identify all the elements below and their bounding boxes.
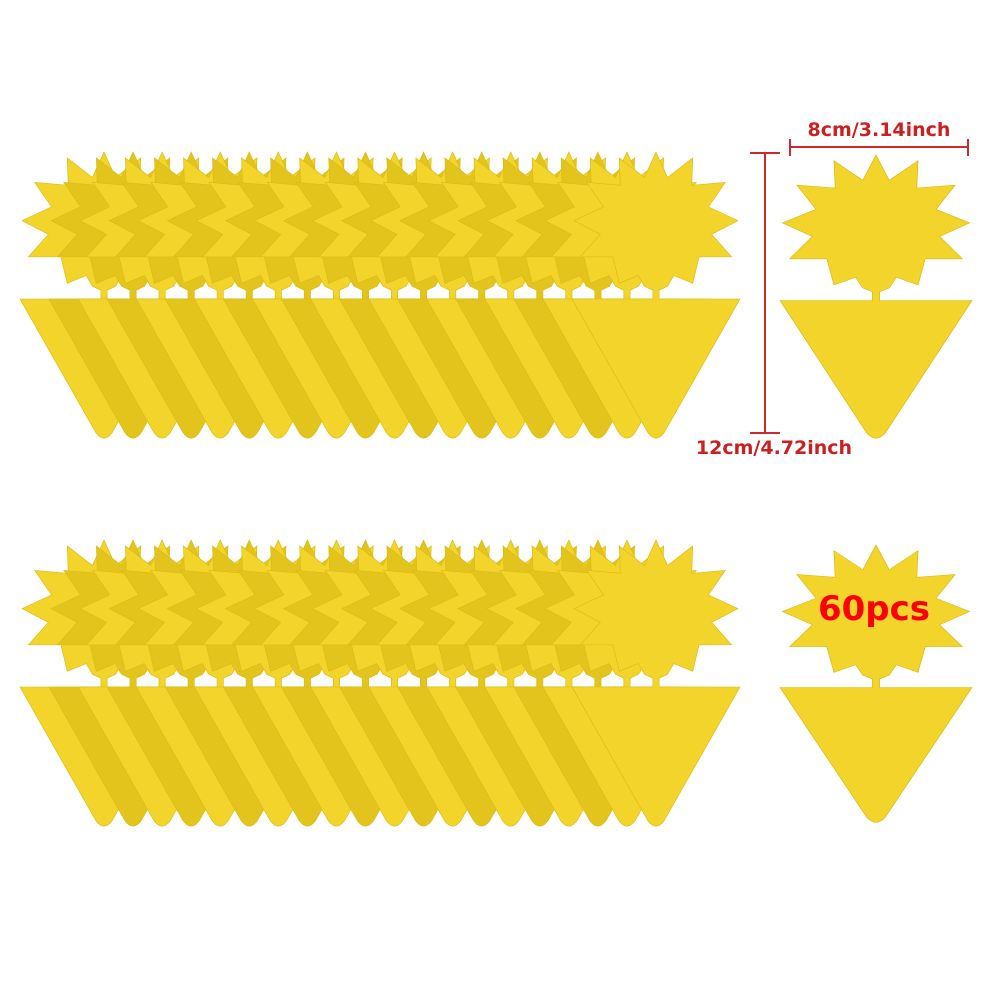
sticky-trap-card	[779, 544, 973, 824]
height-dimension: 12cm/4.72inch	[696, 152, 852, 459]
width-dimension: 8cm/3.14inch	[789, 119, 969, 156]
trap-stack-bottom	[19, 539, 741, 827]
width-label: 8cm/3.14inch	[808, 119, 951, 141]
trap-stack-top	[19, 151, 741, 439]
single-trap-quantity-sample	[779, 544, 973, 824]
quantity-label: 60pcs	[818, 589, 930, 629]
height-label: 12cm/4.72inch	[696, 437, 852, 459]
single-trap-sample	[779, 154, 973, 439]
sticky-trap-card	[779, 154, 973, 439]
